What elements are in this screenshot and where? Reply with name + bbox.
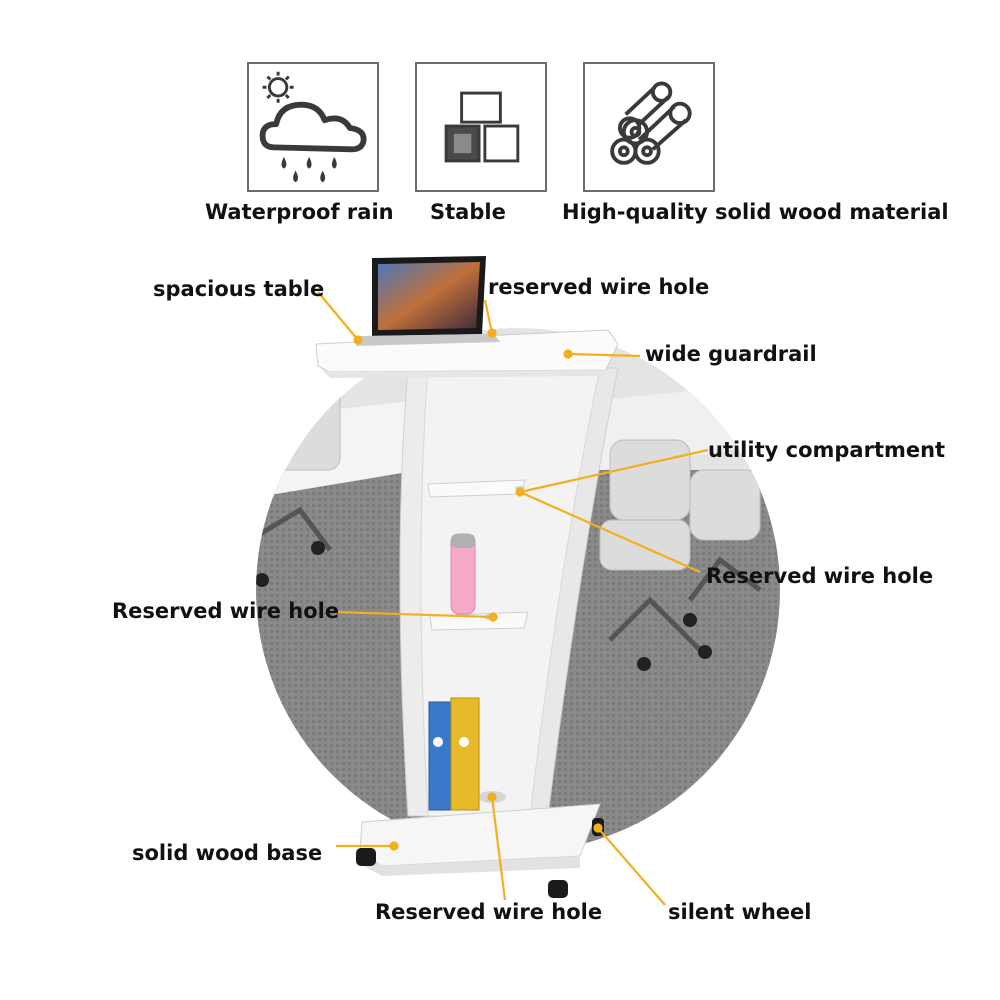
wood-logs-icon (610, 81, 692, 165)
feature-label-waterproof: Waterproof rain (205, 200, 394, 224)
wood-material-feature-card (583, 62, 715, 192)
cloud-rain-sun-icon (259, 71, 367, 183)
books (428, 697, 480, 811)
waterproof-feature-card (247, 62, 379, 192)
callout-utility-compartment: utility compartment (708, 438, 946, 462)
callout-reserved-wire-hole-top: reserved wire hole (488, 275, 710, 299)
callout-reserved-wire-hole-right: Reserved wire hole (706, 564, 934, 588)
callout-wide-guardrail: wide guardrail (645, 342, 817, 366)
stable-feature-card (415, 62, 547, 192)
laptop (356, 256, 500, 346)
feature-label-stable: Stable (430, 200, 506, 224)
callout-silent-wheel: silent wheel (668, 900, 812, 924)
water-bottle (450, 533, 476, 615)
callout-leaders (317, 291, 709, 906)
callout-spacious-table: spacious table (153, 277, 325, 301)
callout-solid-wood-base: solid wood base (132, 841, 323, 865)
callout-reserved-wire-hole-bottom: Reserved wire hole (375, 900, 603, 924)
feature-label-wood: High-quality solid wood material (562, 200, 949, 224)
callout-reserved-wire-hole-left: Reserved wire hole (112, 599, 340, 623)
stacked-blocks-icon (444, 91, 520, 163)
